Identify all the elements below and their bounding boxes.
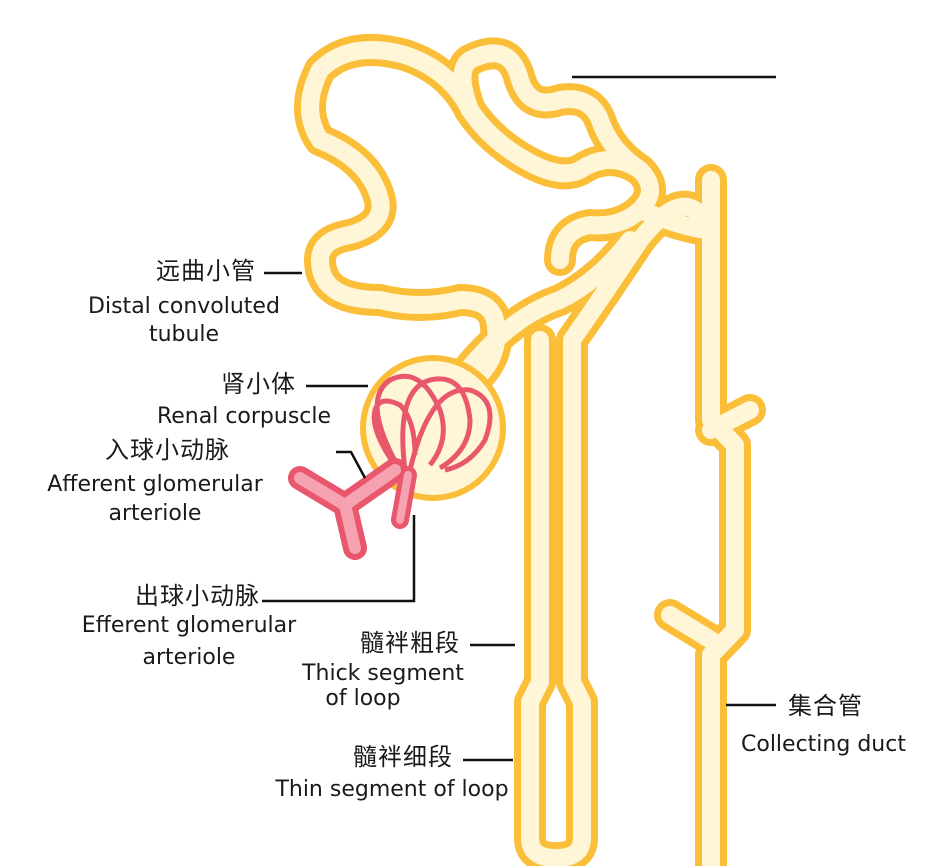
glomerulus [371, 373, 493, 473]
loop-descending-limb-lumen [521, 331, 591, 866]
efferent-arteriole-en-1: Efferent glomerular [81, 613, 297, 638]
ascending-connector-lumen [563, 197, 709, 349]
thin-segment-zh: 髓袢细段 [353, 743, 453, 771]
afferent-arteriole-en-1: Afferent glomerular [47, 472, 263, 497]
efferent-arteriole-en-2: arteriole [142, 645, 236, 670]
efferent-arteriole-core [396, 471, 412, 524]
afferent-arteriole-zh: 入球小动脉 [105, 436, 230, 464]
thin-segment-en: Thin segment of loop [275, 777, 509, 802]
collecting-duct-branch-lower-lumen [661, 606, 720, 649]
duct-connector-lumen [631, 201, 720, 239]
glomerular-loop [407, 387, 493, 473]
efferent-arteriole-zh: 出球小动脉 [135, 582, 260, 610]
collecting-duct-branch-upper-lumen [702, 401, 759, 439]
thick-segment-zh: 髓袢粗段 [360, 629, 460, 657]
afferent-arteriole-en-2: arteriole [108, 501, 202, 526]
afferent-arteriole-branch-core [339, 499, 361, 554]
thick-segment-en-1: Thick segment [302, 661, 464, 686]
distal-convoluted-tubule-en-1: Distal convoluted [88, 294, 280, 319]
glomerular-loop [371, 398, 418, 467]
distal-convoluted-tubule-zh: 远曲小管 [156, 257, 256, 285]
distal-convoluted-tubule-en-2: tubule [148, 322, 220, 347]
renal-corpuscle-zh: 肾小体 [221, 370, 296, 398]
convoluted-tubule-upper-lumen [453, 44, 649, 179]
thick-segment-en-2: of loop [325, 686, 401, 711]
leader-efferent [262, 515, 416, 603]
leader-afferent [336, 450, 367, 479]
proximal-connector-lumen [436, 231, 639, 409]
renal-corpuscle-en: Renal corpuscle [156, 404, 332, 429]
glomerular-loop [374, 373, 446, 472]
collecting-duct-en: Collecting duct [741, 732, 906, 757]
collecting-duct-zh: 集合管 [788, 692, 863, 720]
collecting-duct-lumen [702, 171, 744, 866]
